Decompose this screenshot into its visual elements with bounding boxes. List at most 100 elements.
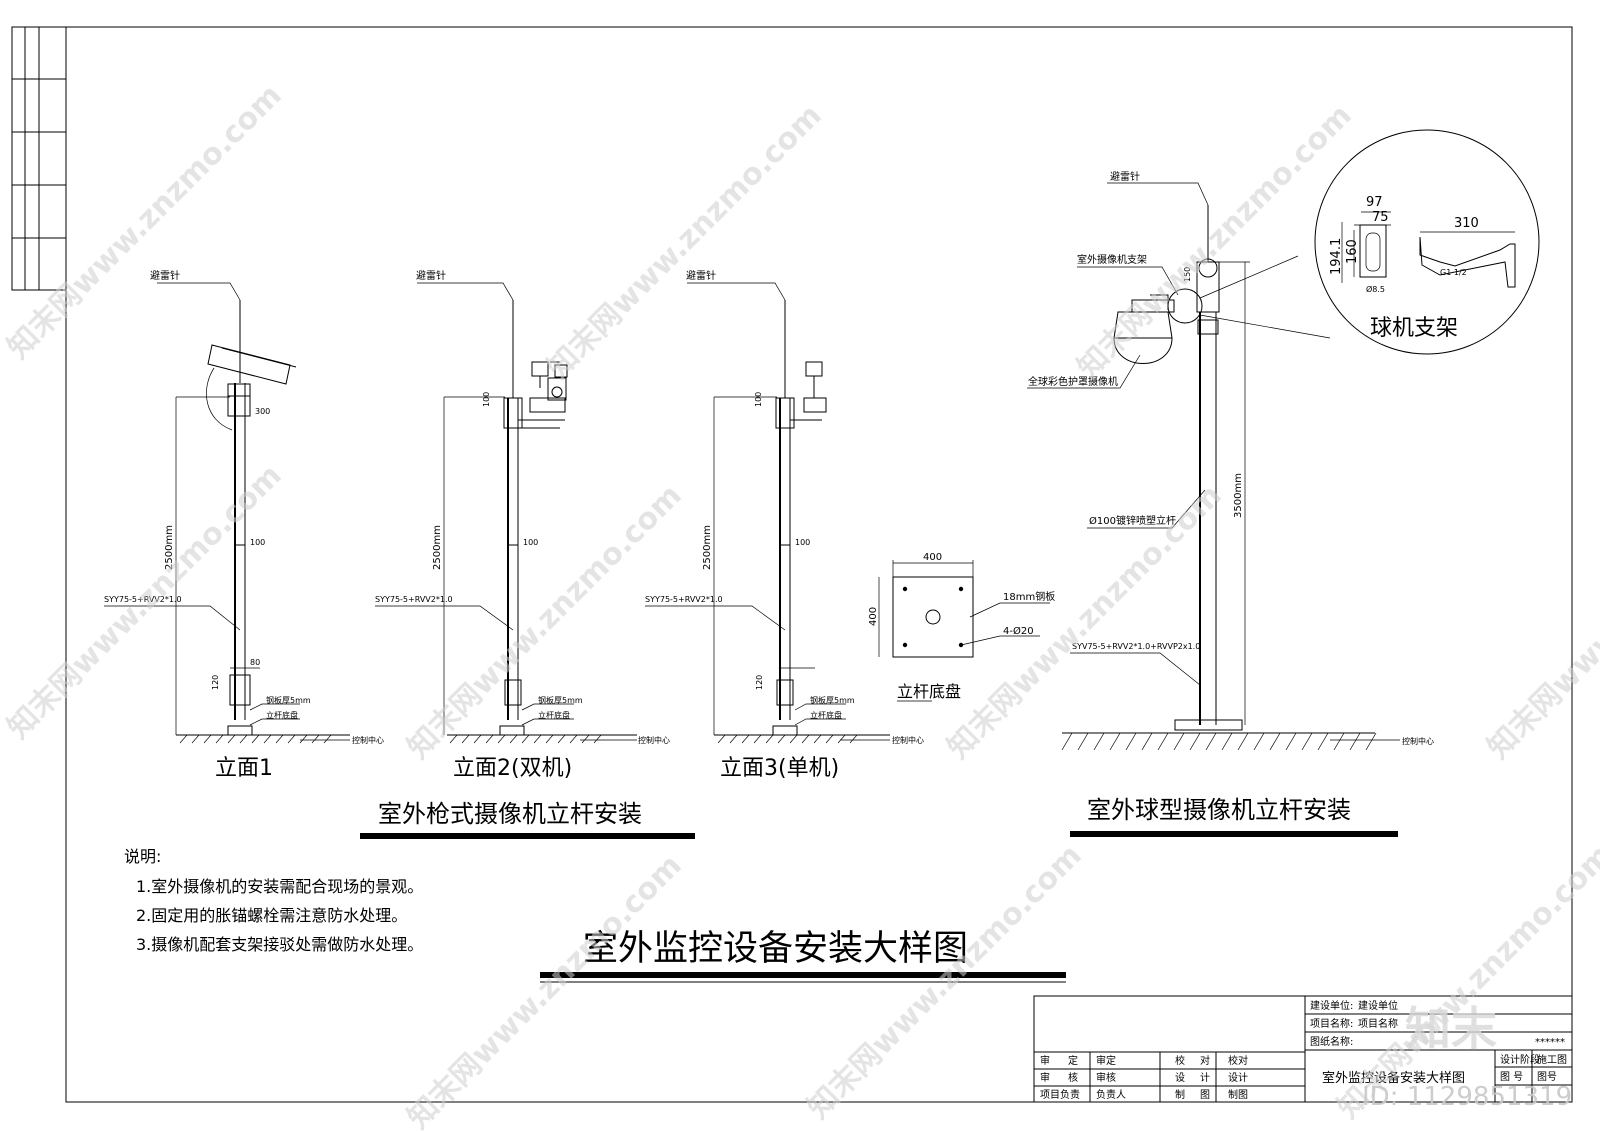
svg-text:审: 审 [1040,1071,1050,1084]
svg-text:核: 核 [1068,1071,1078,1084]
notes: 说明: 1.室外摄像机的安装需配合现场的景观。 2.固定用的胀锚螺栓需注意防水处… [124,847,423,954]
svg-text:Ø8.5: Ø8.5 [1366,284,1385,294]
svg-text:2500mm: 2500mm [164,525,175,570]
svg-text:立杆底盘: 立杆底盘 [538,710,570,720]
svg-text:100: 100 [523,538,538,547]
svg-text:立杆底盘: 立杆底盘 [266,710,298,720]
svg-text:项目名称: 项目名称 [1358,1017,1398,1030]
svg-text:160: 160 [1345,239,1360,264]
svg-text:2500mm: 2500mm [432,525,443,570]
camera-pair-icon [529,361,568,413]
sheet-border [65,26,1573,1103]
svg-text:项目负责: 项目负责 [1040,1088,1080,1101]
svg-text:120: 120 [755,675,764,690]
camera-icon [803,361,827,413]
svg-text:控制中心: 控制中心 [352,735,384,745]
drawing-name: 室外监控设备安装大样图 [1322,1070,1465,1086]
svg-text:项目名称:: 项目名称: [1310,1017,1353,1030]
svg-text:制: 制 [1175,1088,1185,1101]
svg-text:知末网www.znzmo.com: 知末网www.znzmo.com [1481,478,1600,766]
cable-spec: SYY75-5+RVV2*1.0 [645,595,723,604]
svg-text:图 号: 图 号 [1500,1071,1523,1083]
section-title-left: 室外枪式摄像机立杆安装 [378,800,642,828]
lightning-rod-label: 避雷针 [686,269,716,282]
svg-text:设计: 设计 [1228,1071,1248,1084]
svg-text:知末网www.znzmo.com: 知末网www.znzmo.com [401,848,689,1131]
svg-text:300: 300 [255,407,270,416]
svg-text:G1 1/2: G1 1/2 [1440,268,1467,277]
note-item: 2.固定用的胀锚螺栓需注意防水处理。 [136,906,407,925]
svg-text:图: 图 [1200,1089,1210,1101]
svg-text:100: 100 [795,538,810,547]
id-watermark: ID: 1129851319 [1362,1082,1572,1112]
elevation-1: 避雷针 300 100 80 120 2500mm SYY75-5+RVV2*1… [104,269,384,781]
lightning-rod-label: 避雷针 [416,269,446,282]
elevation-3: 避雷针 100 100 120 2500mm SYY75-5+RVV2*1.0 … [645,269,924,781]
svg-text:校: 校 [1175,1054,1185,1067]
dome-bracket-detail: 97 75 194.1 160 Ø8.5 310 G1 1/2 球机支架 [1314,129,1540,355]
svg-text:400: 400 [923,552,942,563]
pole-base-plate: 400 400 18mm钢板 4-Ø20 立杆底盘 [868,552,1055,702]
svg-text:400: 400 [868,607,879,626]
svg-text:控制中心: 控制中心 [638,735,670,745]
svg-text:75: 75 [1372,210,1389,225]
svg-text:审定: 审定 [1096,1054,1116,1067]
svg-text:知末网www.znzmo.com: 知末网www.znzmo.com [941,478,1229,766]
svg-text:审: 审 [1040,1054,1050,1067]
svg-text:******: ****** [1535,1037,1565,1048]
svg-text:120: 120 [211,675,220,690]
svg-text:150: 150 [1183,267,1192,282]
svg-text:设: 设 [1175,1072,1185,1084]
svg-text:立杆底盘: 立杆底盘 [810,710,842,720]
elevation-caption: 立面3(单机) [720,756,839,781]
note-item: 3.摄像机配套支架接驳处需做防水处理。 [136,935,423,954]
cable-spec: SYY75-5+RVV2*1.0 [375,595,453,604]
main-title: 室外监控设备安装大样图 [583,929,968,969]
svg-text:2500mm: 2500mm [702,525,713,570]
svg-text:室外摄像机支架: 室外摄像机支架 [1077,253,1147,266]
elevation-2: 避雷针 100 100 2500mm SYY75-5+RVV2*1.0 钢板厚5… [375,269,670,781]
svg-text:控制中心: 控制中心 [1402,736,1434,746]
svg-text:100: 100 [754,392,763,407]
svg-text:建设单位:: 建设单位: [1310,999,1353,1012]
svg-text:制图: 制图 [1228,1088,1248,1101]
svg-text:3500mm: 3500mm [1233,473,1244,518]
svg-text:建设单位: 建设单位 [1358,999,1398,1012]
svg-text:SYV75-5+RVV2*1.0+RVVP2x1.0: SYV75-5+RVV2*1.0+RVVP2x1.0 [1072,642,1200,651]
title-block: 审 定 审定 校 对 校对 审 核 审核 设 计 设计 项目负责 负责人 制 图… [1033,995,1573,1103]
elevation-caption: 立面2(双机) [453,756,572,781]
brand-watermark: 知末 [1405,1002,1497,1056]
svg-text:310: 310 [1454,216,1479,231]
svg-text:避雷针: 避雷针 [1110,170,1140,183]
svg-text:4-Ø20: 4-Ø20 [1003,625,1034,637]
svg-text:设计阶段: 设计阶段 [1500,1053,1540,1066]
note-item: 1.室外摄像机的安装需配合现场的景观。 [136,877,423,896]
svg-text:审核: 审核 [1096,1071,1116,1084]
elevation-caption: 立面1 [215,756,273,781]
svg-text:负责人: 负责人 [1096,1088,1126,1101]
svg-text:97: 97 [1366,195,1383,210]
svg-text:计: 计 [1200,1071,1210,1084]
svg-text:Ø100镀锌喷塑立杆: Ø100镀锌喷塑立杆 [1089,514,1176,527]
svg-text:80: 80 [250,658,260,667]
lightning-rod-label: 避雷针 [150,269,180,282]
svg-text:100: 100 [250,538,265,547]
svg-text:100: 100 [482,392,491,407]
svg-text:定: 定 [1068,1054,1078,1067]
bullet-camera-icon [206,344,297,431]
svg-text:图纸名称:: 图纸名称: [1310,1035,1353,1048]
base-plate-caption: 立杆底盘 [897,682,961,701]
section-title-right: 室外球型摄像机立杆安装 [1087,796,1351,824]
binding-margin-grid [11,26,67,291]
svg-text:知末网www.znzmo.com: 知末网www.znzmo.com [1,78,289,366]
svg-text:钢板厚5mm: 钢板厚5mm [810,695,855,705]
notes-heading: 说明: [124,847,161,866]
svg-text:钢板厚5mm: 钢板厚5mm [266,695,311,705]
svg-text:图号: 图号 [1537,1071,1557,1083]
svg-text:校对: 校对 [1228,1054,1248,1067]
svg-text:控制中心: 控制中心 [892,735,924,745]
bracket-arm-icon [1419,236,1516,288]
svg-text:18mm钢板: 18mm钢板 [1003,590,1055,603]
detail-caption: 球机支架 [1370,316,1458,341]
dome-camera-pole: 避雷针 室外摄像机支架 全球彩色护罩摄像机 Ø100镀锌喷塑立杆 3500mm … [1027,170,1434,751]
